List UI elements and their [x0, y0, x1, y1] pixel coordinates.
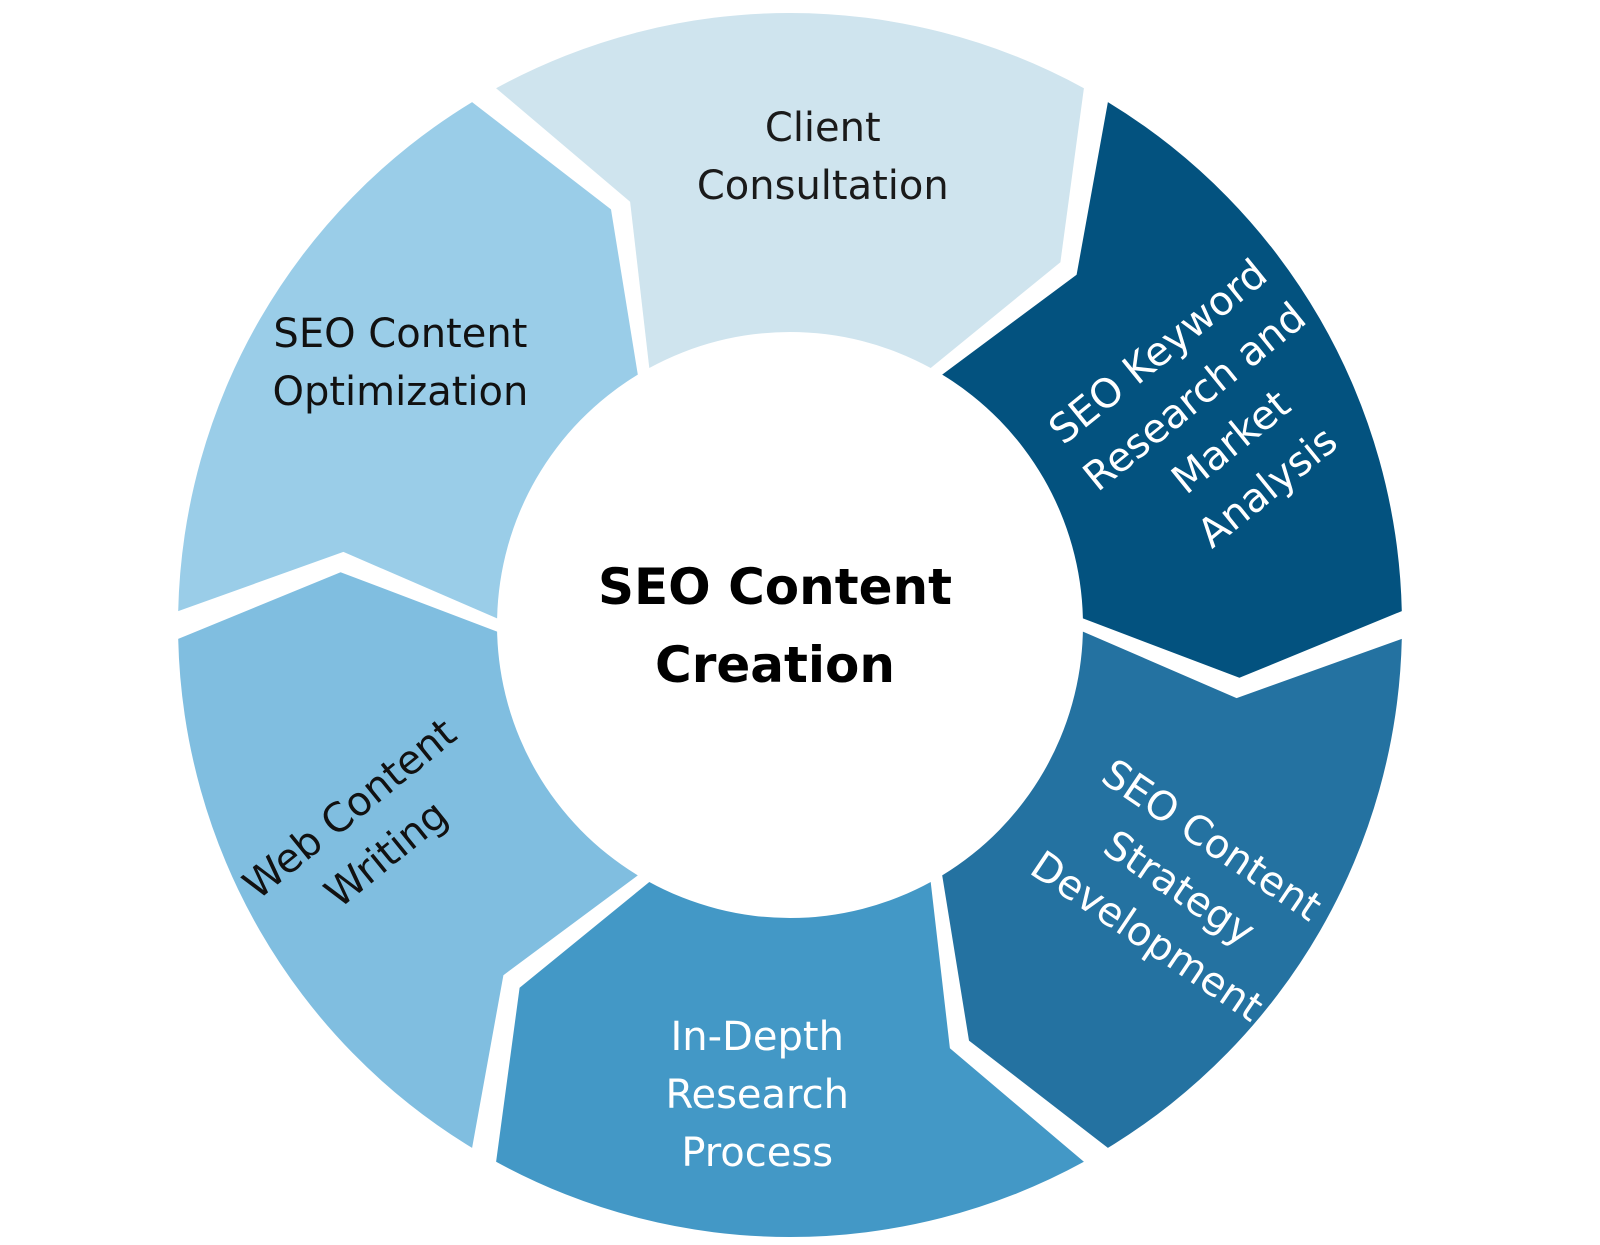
- segment-in-depth-research: [496, 882, 1084, 1237]
- center-circle: [512, 347, 1068, 903]
- segment-seo-content-strategy: [942, 631, 1402, 1148]
- segment-label-line: In-Depth: [670, 1014, 843, 1060]
- segment-label-line: Client: [765, 105, 881, 151]
- segment-label-line: Process: [681, 1130, 833, 1176]
- segment-web-content-writing: [178, 572, 638, 1148]
- segment-label-line: Consultation: [697, 163, 949, 209]
- segment-seo-keyword-research: [942, 102, 1402, 678]
- segment-label-line: Research: [665, 1072, 848, 1118]
- segment-label-line: SEO Content: [273, 311, 527, 357]
- segment-seo-content-optimization: [178, 102, 638, 619]
- center-title-line: Creation: [655, 636, 895, 694]
- center-title-line: SEO Content: [598, 558, 952, 616]
- segment-client-consultation: [496, 13, 1084, 369]
- cycle-segments: [178, 13, 1402, 1237]
- segment-label-line: Optimization: [272, 369, 528, 415]
